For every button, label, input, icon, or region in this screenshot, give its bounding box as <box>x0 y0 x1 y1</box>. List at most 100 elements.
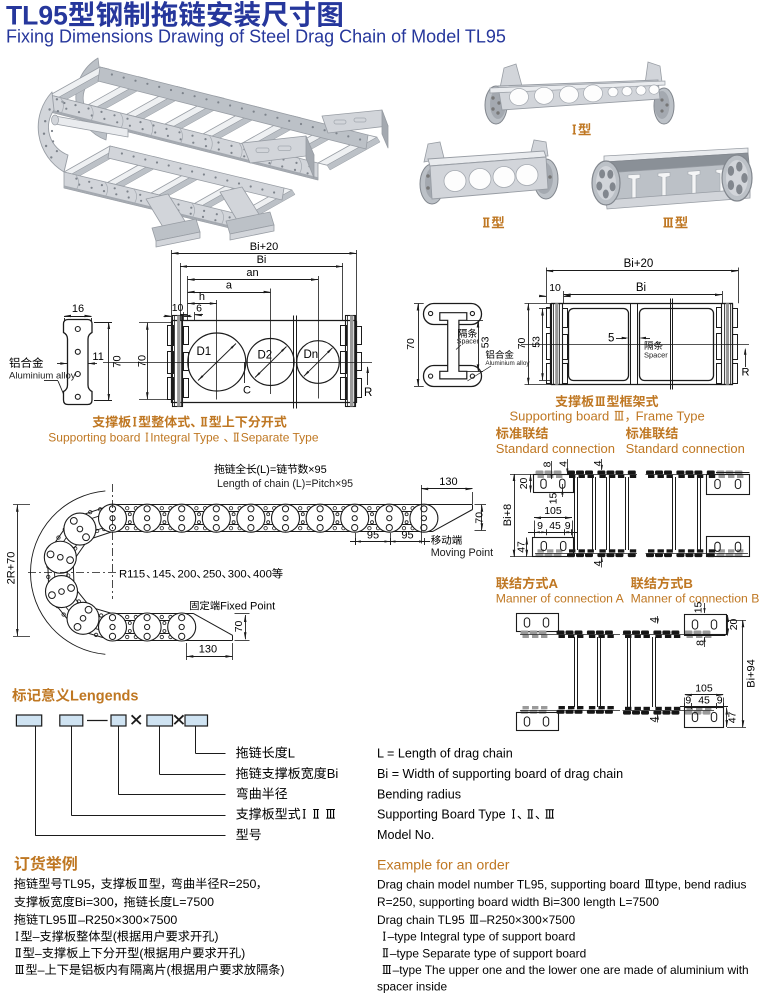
svg-text:Supporting Board Type: Supporting Board Type <box>377 808 506 822</box>
svg-text:8: 8 <box>695 640 707 646</box>
svg-text:70: 70 <box>233 620 245 632</box>
svg-text:Integral Type: Integral Type <box>150 431 219 445</box>
svg-text:400: 400 <box>253 569 272 581</box>
svg-text:Frame Type: Frame Type <box>636 409 705 424</box>
svg-text:spacer inside: spacer inside <box>377 980 447 993</box>
svg-text:10: 10 <box>172 302 184 314</box>
svg-text:130: 130 <box>199 644 217 656</box>
svg-text:TL95: TL95 <box>6 1 68 31</box>
svg-text:95: 95 <box>401 530 413 542</box>
svg-text:D1: D1 <box>197 346 212 358</box>
svg-text:15: 15 <box>693 601 705 613</box>
svg-text:–: – <box>35 946 42 960</box>
svg-text:×95: ×95 <box>308 464 327 476</box>
svg-text:95: 95 <box>367 530 379 542</box>
svg-text:9: 9 <box>537 520 543 532</box>
svg-text:R: R <box>364 387 372 399</box>
svg-text:): ) <box>241 946 245 960</box>
svg-text:–: – <box>33 930 40 944</box>
svg-text:20: 20 <box>728 618 740 630</box>
svg-text:15: 15 <box>548 492 560 504</box>
svg-text:–type The upper one and the lo: –type The upper one and the lower one ar… <box>393 963 749 977</box>
svg-text:11: 11 <box>92 351 103 363</box>
svg-text:–R250×300×7500: –R250×300×7500 <box>78 913 177 927</box>
svg-text:5: 5 <box>608 333 614 345</box>
svg-text:47: 47 <box>516 541 528 553</box>
svg-text:105: 105 <box>695 683 713 695</box>
svg-text:Manner of connection A: Manner of connection A <box>496 592 625 606</box>
svg-text:(: ( <box>167 963 172 977</box>
svg-text:Example for an order: Example for an order <box>377 858 510 874</box>
svg-text:4: 4 <box>648 617 660 623</box>
svg-text:Bi: Bi <box>257 254 267 266</box>
svg-text:D2: D2 <box>258 350 273 362</box>
svg-text:Dn: Dn <box>304 349 319 361</box>
svg-text:B: B <box>683 576 693 591</box>
svg-text:R115: R115 <box>119 569 145 581</box>
svg-text:45: 45 <box>549 520 561 532</box>
svg-text:Bi+20: Bi+20 <box>624 258 654 270</box>
svg-text:TL95: TL95 <box>63 877 91 891</box>
svg-text:A: A <box>549 576 559 591</box>
svg-text:Spacer: Spacer <box>644 351 668 360</box>
svg-text:Bi+8: Bi+8 <box>502 504 514 526</box>
svg-text:70: 70 <box>405 338 417 350</box>
svg-text:–R250×300×7500: –R250×300×7500 <box>480 913 576 927</box>
svg-text:Bi=300: Bi=300 <box>75 895 114 909</box>
svg-text:53: 53 <box>480 336 492 348</box>
svg-text:9: 9 <box>717 694 723 706</box>
svg-text:Model No.: Model No. <box>377 828 434 842</box>
svg-text:70: 70 <box>136 355 148 367</box>
svg-text:45: 45 <box>698 694 710 706</box>
svg-text:Separate Type: Separate Type <box>241 431 319 445</box>
svg-text:L=7500: L=7500 <box>172 895 214 909</box>
svg-text:a: a <box>226 280 233 292</box>
svg-text:Manner of connection B: Manner of connection B <box>631 592 760 606</box>
svg-text:L: L <box>288 745 295 760</box>
svg-text:20: 20 <box>518 477 530 489</box>
svg-text:(L)=: (L)= <box>256 464 276 476</box>
svg-text:4: 4 <box>592 560 604 566</box>
svg-text:145: 145 <box>152 569 171 581</box>
svg-text:Moving Point: Moving Point <box>431 547 493 559</box>
svg-text:200: 200 <box>178 569 197 581</box>
svg-text:47: 47 <box>727 711 739 723</box>
svg-text:4: 4 <box>558 461 570 467</box>
svg-text:C: C <box>243 385 251 397</box>
svg-text:70: 70 <box>111 355 123 367</box>
svg-text:4: 4 <box>648 716 660 722</box>
svg-text:Fixing Dimensions Drawing of S: Fixing Dimensions Drawing of Steel Drag … <box>6 27 506 47</box>
svg-text:Bi = Width of supporting board: Bi = Width of supporting board of drag c… <box>377 767 623 781</box>
svg-text:–: – <box>38 963 45 977</box>
svg-text:L = Length of drag chain: L = Length of drag chain <box>377 746 513 760</box>
svg-text:70: 70 <box>516 337 528 349</box>
svg-text:h: h <box>199 291 205 303</box>
svg-text:(: ( <box>139 946 144 960</box>
svg-text:R=250: R=250 <box>220 877 257 891</box>
svg-text:Spacer: Spacer <box>457 339 480 346</box>
svg-text:): ) <box>214 930 218 944</box>
svg-text:Fixed Point: Fixed Point <box>220 600 275 612</box>
svg-text:250: 250 <box>203 569 222 581</box>
svg-text:Bi: Bi <box>636 282 646 294</box>
svg-text:Bending radius: Bending radius <box>377 787 461 801</box>
svg-text:R=250, supporting board width: R=250, supporting board width Bi=300 len… <box>377 895 659 909</box>
svg-text:Aluminium alloy: Aluminium alloy <box>485 360 530 367</box>
svg-text:Aluminium alloy: Aluminium alloy <box>9 371 76 382</box>
svg-text:8: 8 <box>542 461 554 467</box>
svg-text:TL95: TL95 <box>38 913 66 927</box>
svg-text:an: an <box>246 267 258 279</box>
svg-text:Bi+94: Bi+94 <box>745 659 757 687</box>
svg-text:2R+70: 2R+70 <box>5 552 17 585</box>
svg-text:130: 130 <box>439 476 457 488</box>
svg-text:Supporting board: Supporting board <box>48 431 140 445</box>
svg-text:105: 105 <box>544 505 562 517</box>
svg-text:Length of chain (L)=Pitch×95: Length of chain (L)=Pitch×95 <box>217 478 353 490</box>
svg-text:type, bend radius: type, bend radius <box>655 877 746 891</box>
svg-text:10: 10 <box>549 282 561 294</box>
svg-text:Supporting board: Supporting board <box>510 409 610 424</box>
svg-text:Drag chain model number TL95,: Drag chain model number TL95, supporting… <box>377 877 640 891</box>
svg-text:16: 16 <box>72 303 84 315</box>
svg-text:Drag chain TL95: Drag chain TL95 <box>377 913 465 927</box>
svg-text:6: 6 <box>196 303 202 315</box>
